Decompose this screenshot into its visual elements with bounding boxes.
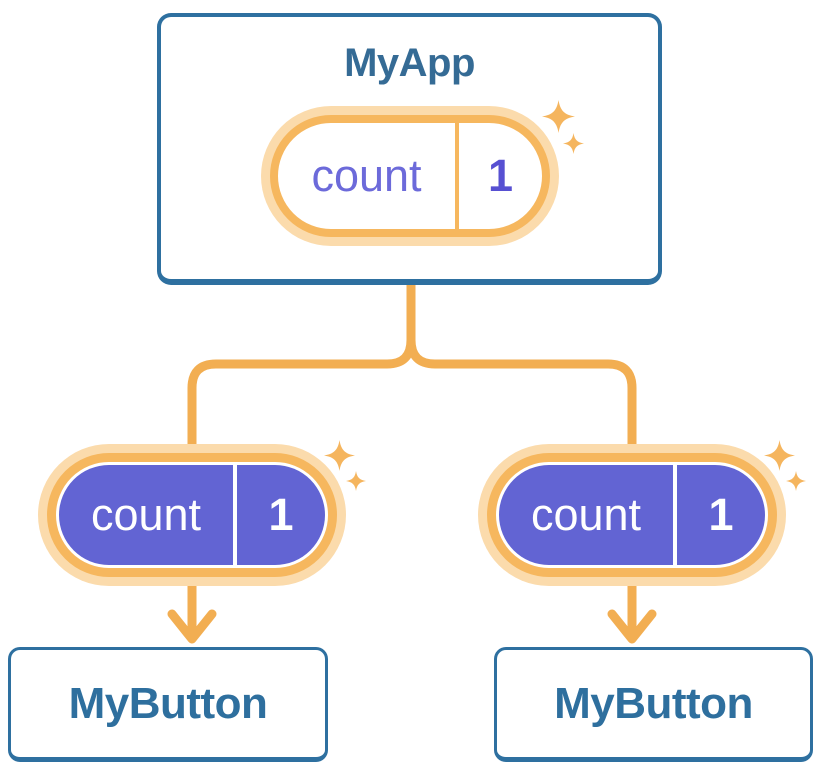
pill-divider (673, 465, 677, 565)
prop-name: count (90, 489, 202, 540)
sparkle-icon (786, 471, 806, 491)
component-title: MyButton (68, 678, 268, 728)
tree-connector-right-branch (406, 278, 637, 470)
component-title: MyButton (554, 678, 753, 728)
prop-pill: count 1 (487, 453, 777, 577)
state-pill-body: count 1 (278, 123, 542, 229)
sparkle-icon (346, 471, 366, 491)
prop-pill-body: count 1 (499, 465, 765, 565)
sparkle-icon (324, 440, 355, 471)
sparkle-icon (764, 440, 795, 471)
component-node-mybutton-right: MyButton (494, 647, 813, 762)
state-pill: count 1 (270, 115, 550, 237)
prop-pill: count 1 (47, 453, 337, 577)
state-name: count (311, 150, 422, 201)
prop-pill-body: count 1 (59, 465, 325, 565)
tree-connector-left-branch (187, 278, 416, 470)
state-value: 1 (487, 150, 514, 201)
prop-name: count (530, 489, 642, 540)
component-node-mybutton-left: MyButton (8, 647, 328, 762)
component-title: MyApp (344, 41, 475, 85)
pill-divider (233, 465, 237, 565)
prop-value: 1 (268, 489, 294, 540)
prop-value: 1 (708, 489, 734, 540)
pill-divider (455, 123, 459, 229)
